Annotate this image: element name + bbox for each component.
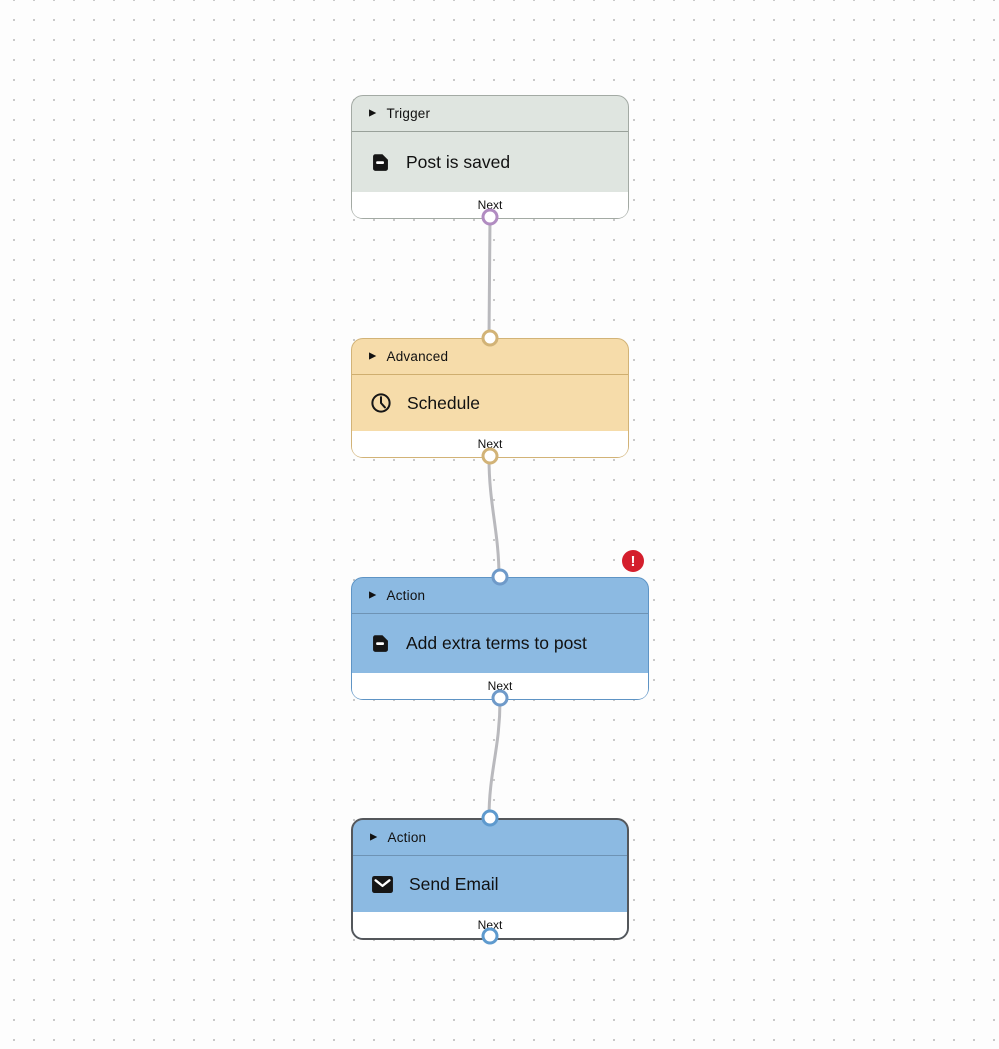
output-port[interactable] xyxy=(481,927,499,945)
envelope-icon xyxy=(371,875,394,894)
next-output-label: Next xyxy=(477,437,503,451)
node-header: ▶ Advanced xyxy=(352,339,628,375)
node-category-label: Action xyxy=(386,588,426,603)
node-title: Schedule xyxy=(407,392,480,413)
input-port[interactable] xyxy=(481,809,499,827)
node-category-label: Advanced xyxy=(386,349,449,364)
collapse-triangle-icon[interactable]: ▶ xyxy=(369,350,377,362)
node-body: Add extra terms to post xyxy=(352,614,648,673)
node-header: ▶ Trigger xyxy=(352,96,628,132)
node-action-add-extra-terms[interactable]: ! ▶ Action Add extra terms to post Next xyxy=(351,550,649,706)
node-title: Post is saved xyxy=(406,151,511,172)
collapse-triangle-icon[interactable]: ▶ xyxy=(369,589,377,601)
output-port[interactable] xyxy=(481,447,499,464)
error-badge[interactable]: ! xyxy=(622,550,644,572)
node-body: Send Email xyxy=(353,856,627,912)
node-trigger-post-is-saved[interactable]: ▶ Trigger Post is saved Next xyxy=(351,95,629,225)
node-body: Post is saved xyxy=(352,132,628,192)
node-header: ▶ Action xyxy=(353,820,627,856)
node-category-label: Trigger xyxy=(386,106,431,121)
node-advanced-schedule[interactable]: ▶ Advanced Schedule Next xyxy=(351,329,629,464)
node-category-label: Action xyxy=(387,830,427,845)
clock-icon xyxy=(370,392,392,414)
connector-add-terms-to-send-email[interactable] xyxy=(487,698,502,820)
next-output-label: Next xyxy=(477,198,503,212)
node-header: ▶ Action xyxy=(352,578,648,614)
input-port[interactable] xyxy=(481,329,499,346)
node-body: Schedule xyxy=(352,375,628,431)
output-port[interactable] xyxy=(491,689,509,706)
document-icon xyxy=(370,633,391,654)
collapse-triangle-icon[interactable]: ▶ xyxy=(370,831,378,843)
connector-trigger-to-schedule[interactable] xyxy=(487,217,492,340)
node-title: Add extra terms to post xyxy=(406,633,587,653)
collapse-triangle-icon[interactable]: ▶ xyxy=(369,107,377,119)
connector-schedule-to-add-terms[interactable] xyxy=(487,456,501,579)
output-port[interactable] xyxy=(481,208,499,225)
next-output-label: Next xyxy=(487,679,513,693)
node-action-send-email[interactable]: ▶ Action Send Email Next xyxy=(351,809,629,945)
document-icon xyxy=(370,152,391,173)
input-port[interactable] xyxy=(491,568,509,585)
node-title: Send Email xyxy=(409,873,499,894)
